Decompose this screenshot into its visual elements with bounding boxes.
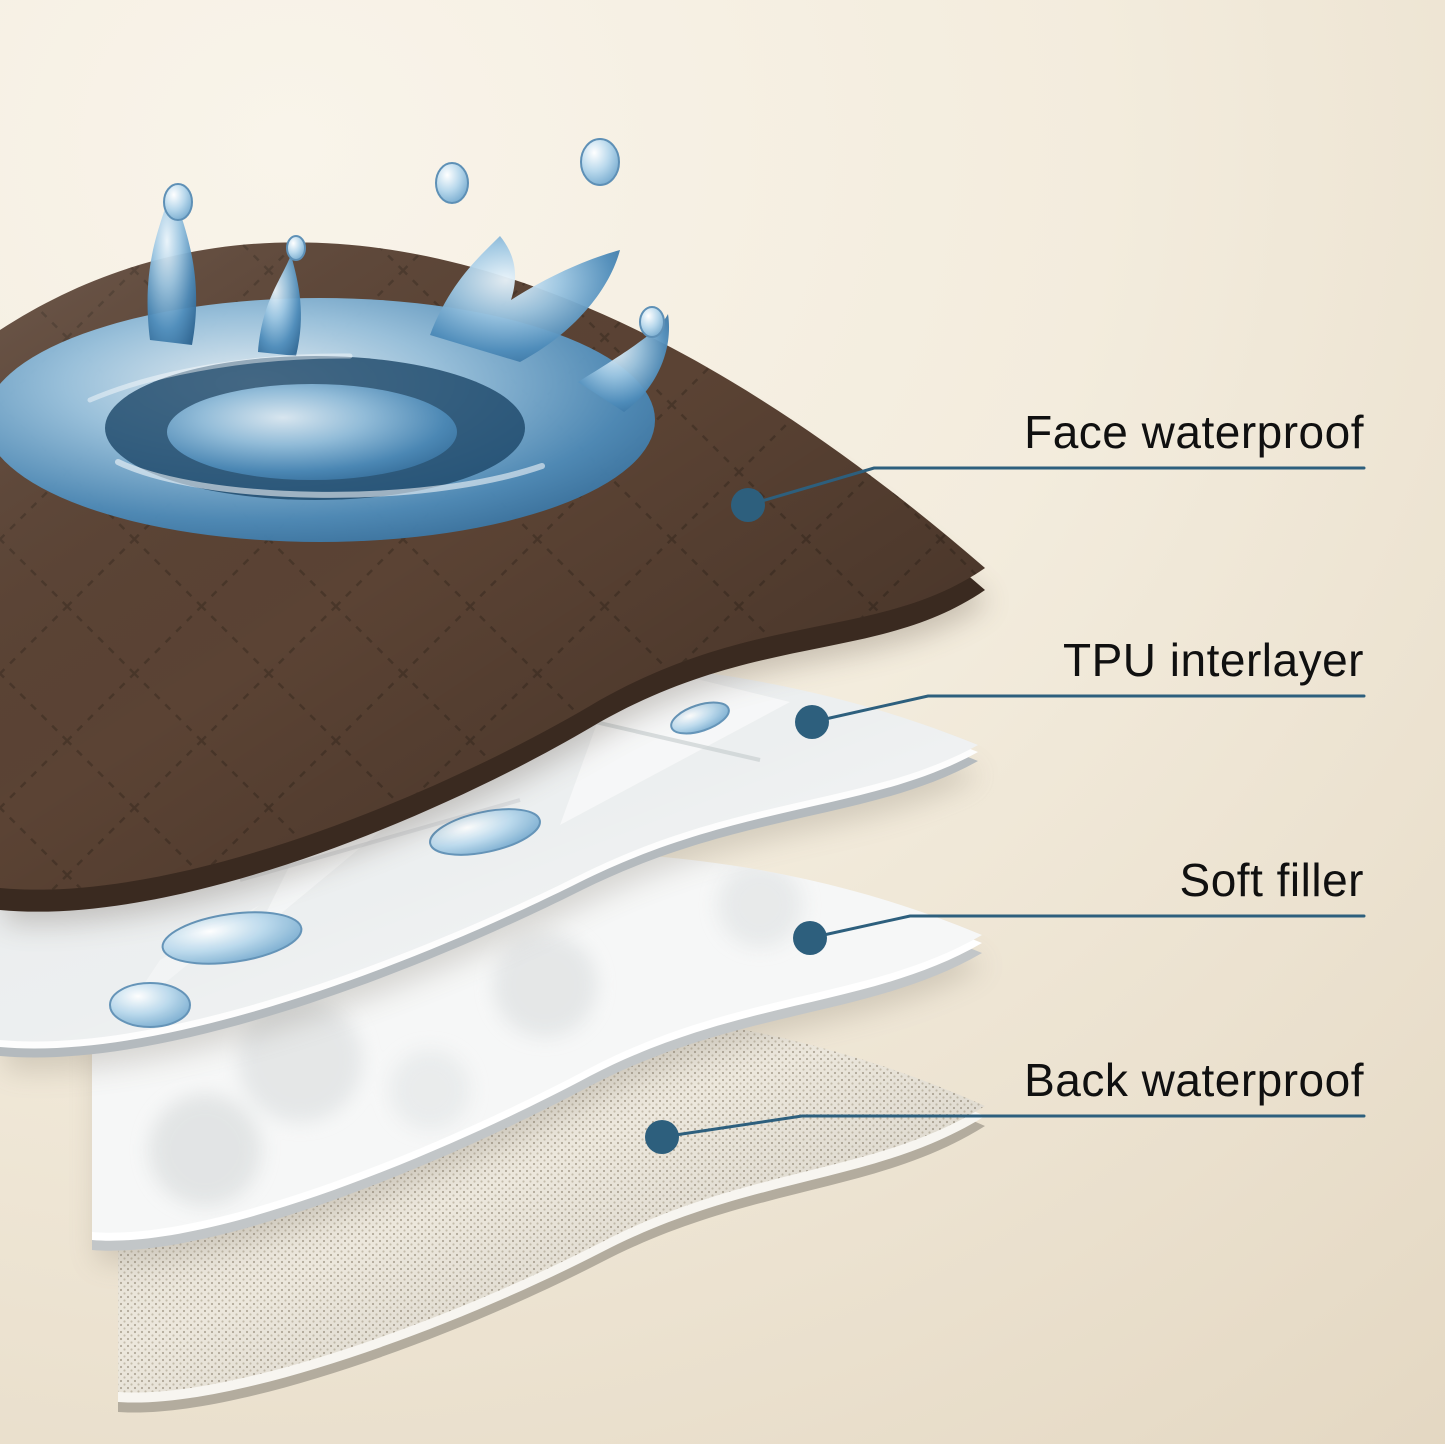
callout-dot-face-waterproof xyxy=(731,488,765,522)
callout-dot-tpu-interlayer xyxy=(795,705,829,739)
callout-soft-filler xyxy=(793,914,1366,955)
label-tpu-interlayer: TPU interlayer xyxy=(1063,634,1364,686)
callout-tpu-interlayer xyxy=(795,694,1366,739)
label-face-waterproof: Face waterproof xyxy=(1024,406,1364,458)
callout-dot-soft-filler xyxy=(793,921,827,955)
water-splash xyxy=(0,138,670,542)
callout-back-waterproof xyxy=(645,1114,1366,1154)
water-droplets xyxy=(109,701,730,1028)
callout-dot-back-waterproof xyxy=(645,1120,679,1154)
soft-filler-layer xyxy=(92,852,982,1251)
label-soft-filler: Soft filler xyxy=(1179,854,1364,906)
label-back-waterproof: Back waterproof xyxy=(1024,1054,1364,1106)
callout-face-waterproof xyxy=(731,466,1366,522)
